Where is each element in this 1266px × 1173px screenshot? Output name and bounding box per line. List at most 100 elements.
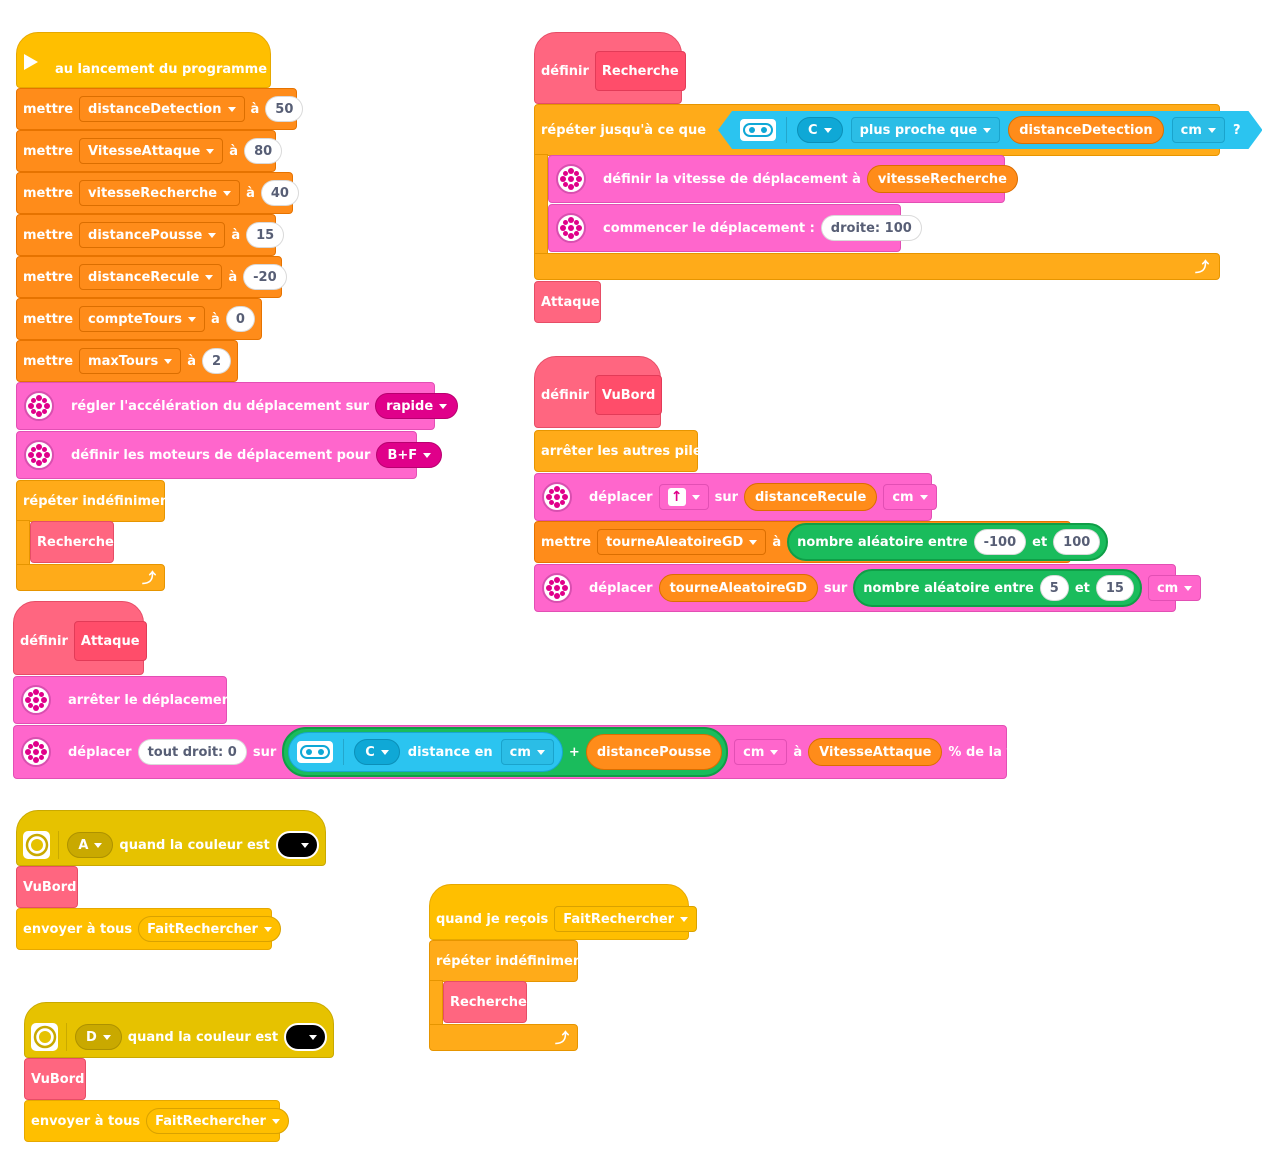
motor-icon: [23, 389, 55, 423]
motor-icon: [541, 480, 573, 514]
value-input[interactable]: 80: [244, 138, 283, 164]
call-recherche-block[interactable]: Recherche: [30, 521, 114, 563]
when-color-label: quand la couleur est: [127, 1029, 279, 1045]
variable-reporter[interactable]: tourneAleatoireGD: [658, 574, 818, 602]
distance-reporter[interactable]: C distance en cm: [288, 732, 563, 772]
variable-reporter[interactable]: VitesseAttaque: [808, 738, 943, 766]
chevron-down-icon: [188, 316, 197, 322]
unit-dropdown[interactable]: cm: [1172, 117, 1225, 143]
to-label: à: [772, 534, 782, 550]
call-recherche-block[interactable]: Recherche: [443, 981, 527, 1023]
set-movement-motors-block[interactable]: définir les moteurs de déplacement pour …: [16, 431, 443, 479]
stop-other-stacks-block[interactable]: arrêter les autres piles: [534, 430, 709, 472]
set-variable-block[interactable]: mettre distancePousse à 15: [16, 214, 285, 256]
addition-operator[interactable]: C distance en cm + distancePousse: [282, 727, 729, 777]
call-vubord-block[interactable]: VuBord: [16, 866, 78, 908]
repeat-until-block[interactable]: répéter jusqu'à ce que C plus proche que…: [534, 104, 1220, 156]
variable-dropdown[interactable]: maxTours: [79, 348, 182, 374]
variable-dropdown[interactable]: VitesseAttaque: [79, 138, 224, 164]
comparison-dropdown[interactable]: plus proche que: [851, 117, 1001, 143]
when-program-starts-hat[interactable]: au lancement du programme: [16, 32, 271, 88]
when-i-receive-hat[interactable]: quand je reçois FaitRechercher: [429, 884, 698, 940]
value-input[interactable]: 50: [265, 96, 304, 122]
port-dropdown[interactable]: C: [354, 739, 400, 765]
broadcast-block[interactable]: envoyer à tous FaitRechercher: [24, 1100, 289, 1142]
set-variable-block[interactable]: mettre maxTours à 2: [16, 340, 238, 382]
value-input[interactable]: 40: [260, 180, 299, 206]
random-max-input[interactable]: 15: [1095, 575, 1134, 601]
unit-dropdown[interactable]: cm: [1147, 575, 1202, 601]
stop-move-label: arrêter le déplacement: [68, 692, 238, 708]
variable-dropdown[interactable]: distanceDetection: [79, 96, 245, 122]
set-movement-speed-block[interactable]: définir la vitesse de déplacement à vite…: [548, 155, 1037, 203]
steering-input[interactable]: tout droit: 0: [137, 739, 247, 765]
random-min-input[interactable]: -100: [973, 529, 1027, 555]
message-dropdown[interactable]: FaitRechercher: [554, 906, 698, 932]
set-acceleration-block[interactable]: régler l'accélération du déplacement sur…: [16, 382, 459, 430]
motors-label: définir les moteurs de déplacement pour: [71, 447, 371, 463]
motor-pair-dropdown[interactable]: B+F: [376, 442, 443, 468]
variable-reporter[interactable]: distancePousse: [585, 734, 723, 770]
stop-moving-block[interactable]: arrêter le déplacement: [13, 676, 237, 724]
port-dropdown[interactable]: C: [797, 117, 843, 143]
set-variable-block[interactable]: mettre compteTours à 0: [16, 298, 262, 340]
variable-dropdown[interactable]: tourneAleatoireGD: [597, 529, 767, 555]
set-variable-block[interactable]: mettre distanceDetection à 50: [16, 88, 304, 130]
call-vubord-block[interactable]: VuBord: [24, 1058, 86, 1100]
start-moving-block[interactable]: commencer le déplacement : droite: 100: [548, 204, 922, 252]
define-recherche-hat[interactable]: définir Recherche: [534, 32, 686, 104]
move-block[interactable]: déplacer tout droit: 0 sur C distance en…: [13, 725, 1059, 779]
unit-dropdown[interactable]: cm: [883, 484, 937, 510]
when-color-is-hat[interactable]: D quand la couleur est: [24, 1002, 334, 1058]
direction-dropdown[interactable]: ↑: [658, 484, 709, 510]
value-input[interactable]: 2: [202, 348, 232, 374]
on-label: sur: [714, 489, 738, 505]
set-variable-block[interactable]: mettre vitesseRecherche à 40: [16, 172, 299, 214]
forever-loop-block[interactable]: répéter indéfiniment: [429, 940, 588, 982]
variable-reporter[interactable]: vitesseRecherche: [866, 165, 1018, 193]
message-dropdown[interactable]: FaitRechercher: [138, 916, 281, 942]
define-label: définir: [541, 387, 589, 403]
forever-loop-block[interactable]: répéter indéfiniment: [16, 480, 175, 522]
variable-dropdown[interactable]: vitesseRecherche: [79, 180, 241, 206]
random-number-operator[interactable]: nombre aléatoire entre 5 et 15: [853, 569, 1142, 607]
move-block[interactable]: déplacer ↑ sur distanceRecule cm: [534, 473, 937, 521]
message-dropdown[interactable]: FaitRechercher: [146, 1108, 289, 1134]
distance-closer-than-condition[interactable]: C plus proche que distanceDetection cm ?: [718, 111, 1262, 149]
port-dropdown[interactable]: A: [67, 832, 114, 858]
variable-dropdown[interactable]: distanceRecule: [79, 264, 223, 290]
random-max-input[interactable]: 100: [1053, 529, 1101, 555]
unit-dropdown[interactable]: cm: [500, 739, 554, 765]
value-input[interactable]: 0: [225, 306, 255, 332]
chevron-down-icon: [380, 749, 389, 755]
variable-reporter[interactable]: distanceDetection: [1008, 116, 1163, 144]
variable-dropdown[interactable]: distancePousse: [79, 222, 226, 248]
value-input[interactable]: 15: [246, 222, 285, 248]
port-dropdown[interactable]: D: [75, 1024, 122, 1050]
move-block[interactable]: déplacer tourneAleatoireGD sur nombre al…: [534, 564, 1202, 612]
random-number-operator[interactable]: nombre aléatoire entre -100 et 100: [787, 523, 1109, 561]
chevron-down-icon: [1208, 128, 1216, 133]
unit-dropdown[interactable]: cm: [734, 739, 788, 765]
define-attaque-hat[interactable]: définir Attaque: [13, 601, 147, 675]
to-label: à: [246, 185, 255, 201]
set-variable-block[interactable]: mettre tourneAleatoireGD à nombre aléato…: [534, 521, 1109, 563]
call-attaque-block[interactable]: Attaque: [534, 281, 601, 323]
set-variable-block[interactable]: mettre distanceRecule à -20: [16, 256, 287, 298]
color-swatch-dropdown[interactable]: [275, 831, 320, 859]
set-variable-block[interactable]: mettre VitesseAttaque à 80: [16, 130, 283, 172]
move-label: déplacer: [589, 580, 653, 596]
broadcast-label: envoyer à tous: [23, 921, 133, 937]
random-min-input[interactable]: 5: [1039, 575, 1069, 601]
define-vubord-hat[interactable]: définir VuBord: [534, 356, 663, 428]
when-color-is-hat[interactable]: A quand la couleur est: [16, 810, 326, 866]
steering-input[interactable]: droite: 100: [820, 215, 922, 241]
distance-in-label: distance en: [407, 744, 493, 760]
chevron-down-icon: [227, 106, 236, 112]
acceleration-dropdown[interactable]: rapide: [375, 393, 459, 419]
variable-reporter[interactable]: distanceRecule: [744, 483, 878, 511]
value-input[interactable]: -20: [243, 264, 287, 290]
variable-dropdown[interactable]: compteTours: [79, 306, 206, 332]
broadcast-block[interactable]: envoyer à tous FaitRechercher: [16, 908, 281, 950]
color-swatch-dropdown[interactable]: [284, 1023, 327, 1051]
